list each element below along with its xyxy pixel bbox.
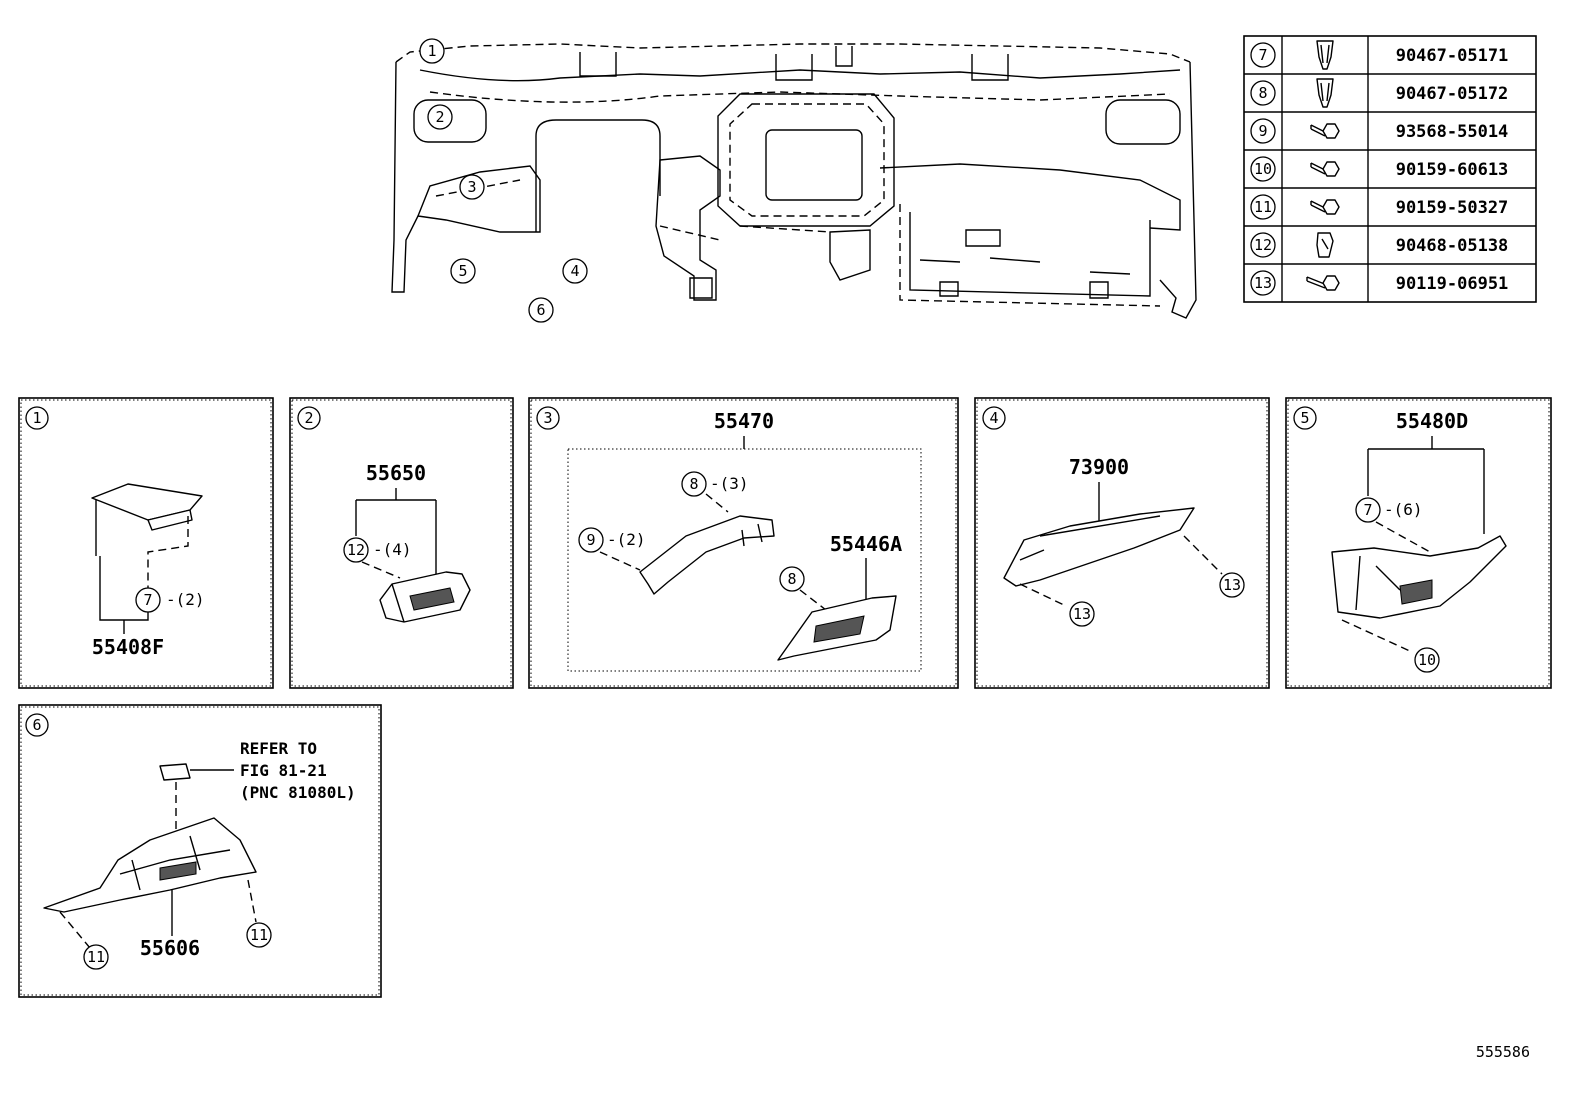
- svg-text:8: 8: [787, 570, 796, 588]
- part-number: 93568-55014: [1396, 122, 1509, 142]
- fastener-qty: -(3): [710, 474, 749, 493]
- ref-badge: [1250, 194, 1276, 220]
- table-row: 13 90119-06951: [1244, 263, 1536, 296]
- fastener-table: 7 90467-05171 8 90467-05172 9 93568-55014 10 90…: [1243, 35, 1537, 303]
- ref-badge: [1250, 118, 1276, 144]
- svg-text:1: 1: [427, 42, 436, 60]
- table-row: 9 93568-55014: [1244, 111, 1536, 144]
- part-number: 90467-05171: [1396, 46, 1509, 66]
- fastener-qty: -(2): [607, 530, 646, 549]
- table-row: 8 90467-05172: [1244, 73, 1536, 108]
- svg-text:7: 7: [1363, 501, 1372, 519]
- svg-text:11: 11: [87, 948, 105, 966]
- reference-note-line-3: (PNC 81080L): [240, 783, 356, 802]
- svg-text:5: 5: [458, 262, 467, 280]
- ref-number: 13: [1254, 274, 1272, 292]
- panel-ref: 3: [543, 409, 552, 427]
- svg-text:2: 2: [435, 108, 444, 126]
- table-row: 12 90468-05138: [1244, 225, 1536, 258]
- ref-badge: [1250, 80, 1276, 106]
- ref-badge: [1250, 270, 1276, 296]
- ref-badge: [1250, 232, 1276, 258]
- screw-icon: [1310, 199, 1340, 215]
- svg-text:13: 13: [1073, 605, 1091, 623]
- svg-text:12: 12: [347, 541, 365, 559]
- part-number: 55470: [714, 409, 774, 433]
- part-number: 73900: [1069, 455, 1129, 479]
- fastener-table-frame: [1243, 35, 1537, 303]
- overview-callout-5: 5: [450, 258, 476, 284]
- part-number: 90159-60613: [1396, 160, 1509, 180]
- ref-number: 9: [1258, 122, 1267, 140]
- diagram-id: 555586: [1476, 1043, 1530, 1061]
- ref-number: 10: [1254, 160, 1272, 178]
- screw-icon: [1310, 123, 1340, 139]
- ref-number: 11: [1254, 198, 1272, 216]
- panel-ref: 5: [1300, 409, 1309, 427]
- ref-badge: [1250, 42, 1276, 68]
- clip-icon: [1316, 78, 1334, 108]
- overview-callout-4: 4: [562, 258, 588, 284]
- svg-text:7: 7: [143, 591, 152, 609]
- reference-note-line-2: FIG 81-21: [240, 761, 327, 780]
- bolt-icon: [1306, 275, 1340, 291]
- part-number: 55606: [140, 936, 200, 960]
- table-row: 10 90159-60613: [1244, 149, 1536, 182]
- panel-3: 3 55470 8 -(3) 9 -(2) 55446A 8: [528, 397, 959, 689]
- svg-text:8: 8: [689, 475, 698, 493]
- panel-ref: 6: [32, 716, 41, 734]
- fastener-qty: -(4): [373, 540, 412, 559]
- panel-ref-badge: [25, 406, 49, 430]
- panel-4: 4 73900 13 13: [974, 397, 1270, 689]
- ref-number: 12: [1254, 236, 1272, 254]
- fastener-qty: -(2): [166, 590, 205, 609]
- table-row: 11 90159-50327: [1244, 187, 1536, 220]
- overview-callout-1: 1: [419, 38, 445, 64]
- panel-5: 5 55480D 7 -(6) 10: [1285, 397, 1552, 689]
- nut-clip-icon: [1316, 232, 1334, 258]
- overview-callout-2: 2: [427, 104, 453, 130]
- panel-ref: 4: [989, 409, 998, 427]
- panel-6: 6 REFER TO FIG 81-21 (PNC 81080L) 55606 …: [18, 704, 382, 998]
- panel-ref: 1: [32, 409, 41, 427]
- svg-text:6: 6: [536, 301, 545, 319]
- ref-number: 7: [1258, 46, 1267, 64]
- svg-text:3: 3: [467, 178, 476, 196]
- part-number: 55480D: [1396, 409, 1468, 433]
- svg-text:11: 11: [250, 926, 268, 944]
- ref-badge: [1250, 156, 1276, 182]
- overview-callout-6: 6: [528, 297, 554, 323]
- svg-text:13: 13: [1223, 576, 1241, 594]
- screw-icon: [1310, 161, 1340, 177]
- part-number: 55650: [366, 461, 426, 485]
- part-number: 90119-06951: [1396, 274, 1509, 294]
- table-row: 7 90467-05171: [1250, 40, 1509, 70]
- clip-icon: [1316, 40, 1334, 70]
- fastener-callout: [135, 587, 161, 613]
- reference-note-line-1: REFER TO: [240, 739, 317, 758]
- part-number: 90467-05172: [1396, 84, 1509, 104]
- panel-1: 1 7 -(2) 55408F: [18, 397, 274, 689]
- svg-text:4: 4: [570, 262, 579, 280]
- svg-text:10: 10: [1418, 651, 1436, 669]
- instrument-panel-overview: [391, 43, 1197, 319]
- part-number: 55408F: [92, 635, 164, 659]
- fastener-qty: -(6): [1384, 500, 1423, 519]
- part-number: 90159-50327: [1396, 198, 1509, 218]
- svg-text:9: 9: [586, 531, 595, 549]
- panel-ref: 2: [304, 409, 313, 427]
- overview-callout-3: 3: [459, 174, 485, 200]
- ref-number: 8: [1258, 84, 1267, 102]
- sub-part-number: 55446A: [830, 532, 902, 556]
- part-number: 90468-05138: [1396, 236, 1509, 256]
- panel-2: 2 55650 12 -(4): [289, 397, 514, 689]
